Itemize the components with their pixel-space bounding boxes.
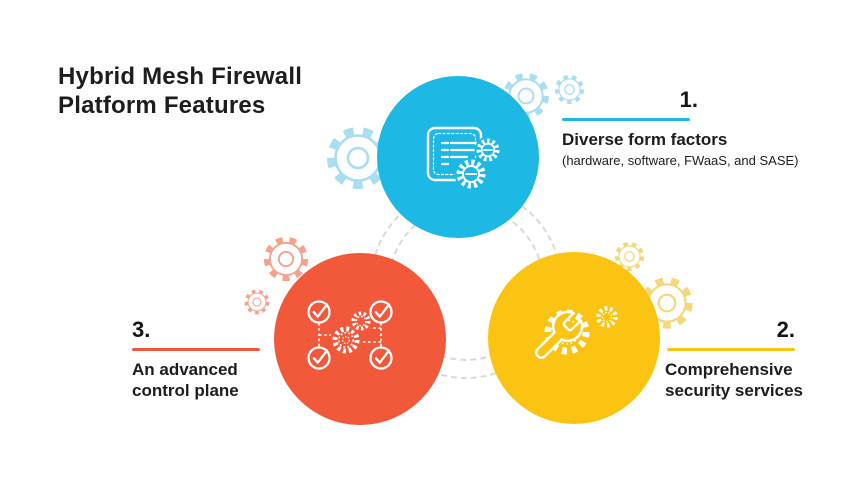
gear-icon: [243, 288, 271, 316]
feature-title: Diverse form factors: [562, 130, 728, 149]
feature-circle-advanced-control-plane: [274, 253, 446, 425]
feature-underline: [562, 118, 690, 121]
feature-circle-diverse-form-factors: [377, 76, 539, 238]
feature-block-3: 3. An advanced control plane: [132, 318, 282, 401]
feature-title: Comprehensive security services: [665, 360, 803, 400]
feature-number: 3.: [132, 317, 151, 342]
feature-number: 1.: [679, 87, 698, 112]
feature-underline: [667, 348, 795, 351]
feature-underline: [132, 348, 260, 351]
checklist-gears-icon: [307, 300, 393, 370]
page-title: Hybrid Mesh Firewall Platform Features: [58, 63, 303, 119]
feature-subtitle: (hardware, software, FWaaS, and SASE): [562, 153, 799, 168]
feature-title: An advanced control plane: [132, 360, 239, 400]
feature-block-1: 1. Diverse form factors (hardware, softw…: [562, 88, 832, 169]
document-settings-icon: [426, 126, 502, 191]
feature-circle-comprehensive-security: [488, 252, 660, 424]
feature-block-2: 2. Comprehensive security services: [665, 318, 815, 401]
wrench-gear-icon: [535, 306, 618, 359]
feature-number: 2.: [776, 317, 795, 342]
